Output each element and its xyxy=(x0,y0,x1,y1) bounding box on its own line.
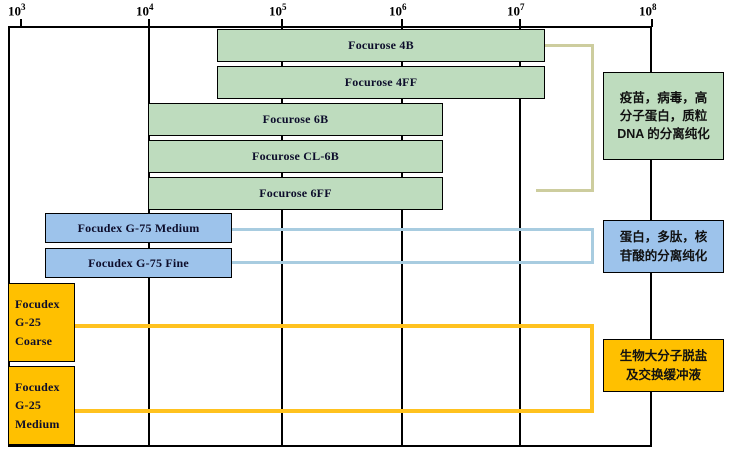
gridline-1e6 xyxy=(401,28,403,447)
axis-tick-label-1e4: 104 xyxy=(136,2,154,19)
axis-tick-1e6 xyxy=(401,19,403,27)
tick-base: 10 xyxy=(8,3,21,19)
bar-label-line-2: G-25 xyxy=(15,315,42,330)
gridline-1e5 xyxy=(281,28,283,447)
bar-focudex-g25-coarse[interactable]: Focudex G-25 Coarse xyxy=(8,283,75,362)
bar-focudex-g25-medium[interactable]: Focudex G-25 Medium xyxy=(8,366,75,445)
axis-tick-1e3 xyxy=(20,19,22,27)
tick-exponent: 6 xyxy=(402,2,407,12)
bracket-dextran-g75 xyxy=(226,228,594,264)
tick-exponent: 3 xyxy=(21,2,26,12)
bracket-dextran-g25 xyxy=(74,324,594,413)
bracket-agarose xyxy=(536,44,594,192)
bar-label-line-3: Coarse xyxy=(15,333,53,348)
bar-focurose-cl-6b[interactable]: Focurose CL-6B xyxy=(148,140,443,173)
callout-line-2: 分子蛋白，质粒 xyxy=(619,108,708,123)
axis-tick-1e8 xyxy=(651,19,653,27)
bar-focudex-g75-medium[interactable]: Focudex G-75 Medium xyxy=(45,213,232,243)
tick-base: 10 xyxy=(269,3,282,19)
tick-base: 10 xyxy=(389,3,402,19)
axis-tick-label-1e6: 106 xyxy=(389,2,407,19)
bar-focurose-4ff[interactable]: Focurose 4FF xyxy=(217,66,545,99)
bar-label: Focudex G-75 Fine xyxy=(88,255,189,270)
axis-tick-label-1e8: 108 xyxy=(639,2,657,19)
tick-exponent: 4 xyxy=(149,2,154,12)
callout-agarose-applications: 疫苗，病毒，高 分子蛋白，质粒 DNA 的分离纯化 xyxy=(603,72,724,160)
bar-label: Focurose 6FF xyxy=(259,186,332,200)
callout-line-1: 生物大分子脱盐 xyxy=(619,349,708,364)
gridline-1e7 xyxy=(519,28,521,447)
axis-tick-1e5 xyxy=(281,19,283,27)
bar-label-line-1: Focudex xyxy=(15,379,60,394)
tick-base: 10 xyxy=(639,3,652,19)
axis-tick-1e4 xyxy=(148,19,150,27)
callout-dextran-g75-applications: 蛋白，多肽，核 苷酸的分离纯化 xyxy=(603,220,724,273)
axis-tick-label-1e7: 107 xyxy=(507,2,525,19)
bar-focurose-6b[interactable]: Focurose 6B xyxy=(148,103,443,136)
bar-label: Focurose 6B xyxy=(262,112,329,126)
tick-exponent: 8 xyxy=(652,2,657,12)
callout-line-3: DNA 的分离纯化 xyxy=(617,127,710,142)
bar-focurose-6ff[interactable]: Focurose 6FF xyxy=(148,177,443,210)
tick-base: 10 xyxy=(136,3,149,19)
callout-line-2: 苷酸的分离纯化 xyxy=(619,248,708,263)
bar-label-line-1: Focudex xyxy=(15,296,60,311)
axis-tick-1e7 xyxy=(519,19,521,27)
tick-exponent: 5 xyxy=(282,2,287,12)
x-axis-line xyxy=(8,26,652,28)
bar-label: Focurose 4FF xyxy=(344,75,418,89)
bar-focurose-4b[interactable]: Focurose 4B xyxy=(217,29,545,62)
tick-exponent: 7 xyxy=(520,2,525,12)
tick-base: 10 xyxy=(507,3,520,19)
callout-line-2: 及交换缓冲液 xyxy=(625,367,701,382)
bar-label-line-2: G-25 xyxy=(15,398,42,413)
callout-line-1: 蛋白，多肽，核 xyxy=(619,230,708,245)
callout-line-1: 疫苗，病毒，高 xyxy=(619,90,708,105)
bar-label: Focurose CL-6B xyxy=(252,149,339,163)
axis-tick-label-1e5: 105 xyxy=(269,2,287,19)
axis-tick-label-1e3: 103 xyxy=(8,2,26,19)
bar-label-line-3: Medium xyxy=(15,416,60,431)
bar-label: Focudex G-75 Medium xyxy=(77,220,200,235)
bar-label: Focurose 4B xyxy=(348,38,414,52)
callout-dextran-g25-applications: 生物大分子脱盐 及交换缓冲液 xyxy=(603,339,724,392)
bar-focudex-g75-fine[interactable]: Focudex G-75 Fine xyxy=(45,248,232,278)
